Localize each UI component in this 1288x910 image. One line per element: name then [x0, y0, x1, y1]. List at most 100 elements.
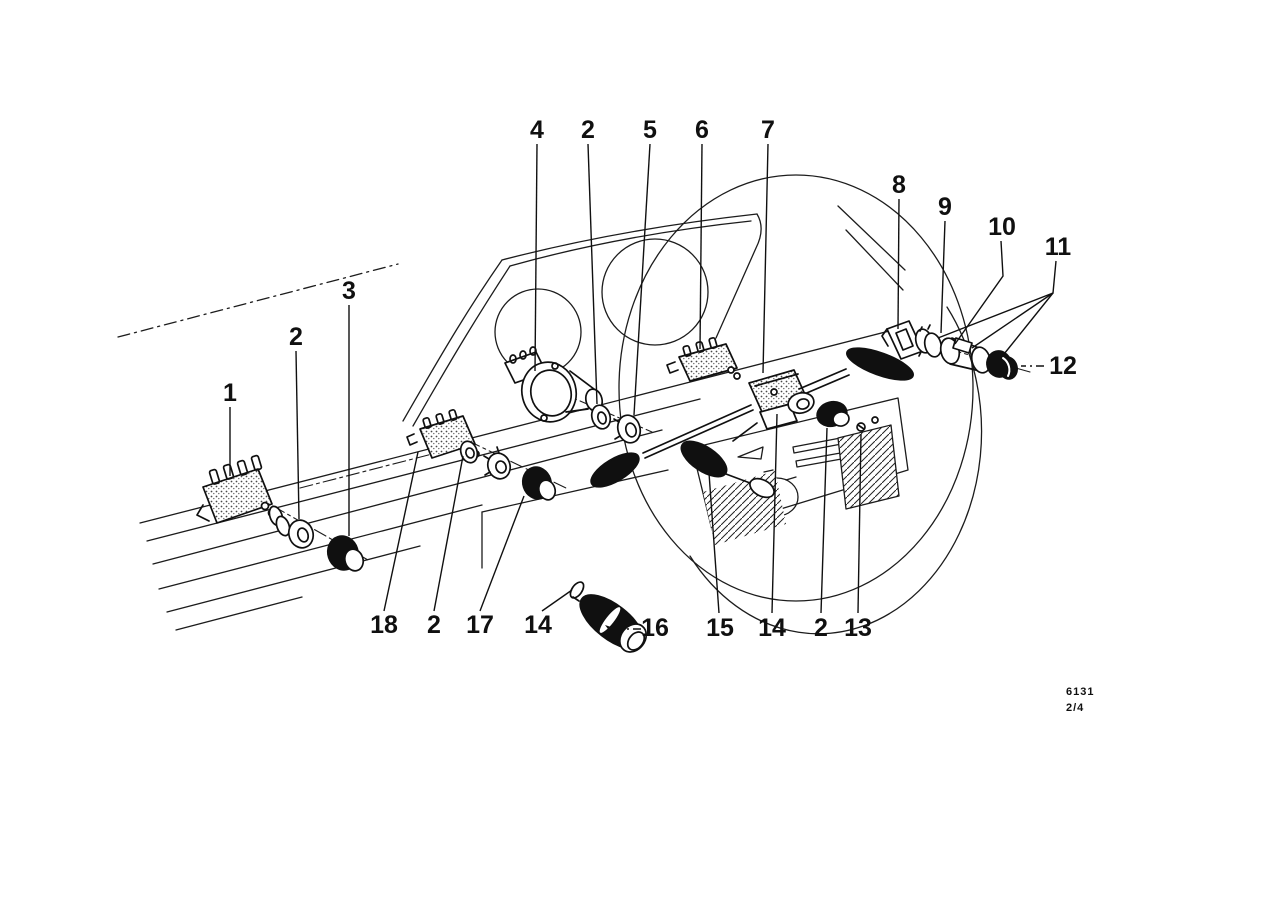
leader-line: [940, 220, 946, 334]
part-14-washer-ring: [787, 391, 815, 415]
lower-stalk-shaft: [732, 422, 758, 442]
callout-number: 6: [695, 116, 709, 144]
callout-number: 8: [892, 171, 906, 199]
part-2-nut: [483, 446, 512, 480]
callout-14: 14: [758, 413, 786, 642]
callout-3: 3: [342, 277, 356, 536]
callout-17: 17: [466, 495, 525, 639]
part-16-cigarette-lighter: [579, 594, 648, 653]
glovebox-edge: [481, 469, 669, 513]
callout-8: 8: [892, 171, 906, 330]
hood-contour-line: [117, 263, 399, 338]
leader-line: [857, 433, 862, 614]
window-top-line: [509, 220, 752, 267]
plate-group-number: 6131: [1066, 686, 1094, 698]
callout-10: 10: [954, 213, 1016, 345]
part-2-knob: [816, 400, 850, 428]
steering-wheel-rim-inner: [689, 306, 983, 635]
window-corner-line: [715, 213, 762, 339]
dash-edge-line: [166, 545, 421, 613]
leader-line: [771, 413, 778, 614]
part-1-switch-block: [196, 454, 277, 524]
callout-number: 13: [844, 614, 872, 642]
leader-line: [541, 589, 573, 612]
dash-edge-line: [158, 504, 483, 590]
part-2-bezel-ring: [287, 519, 315, 549]
leader-arrowhead: [605, 625, 617, 633]
callout-2: 2: [289, 323, 303, 520]
leader-line: [383, 451, 419, 612]
stalk-tip: [749, 477, 775, 499]
window-top-line: [501, 213, 758, 261]
axis-line: [901, 335, 1031, 373]
leader-line: [897, 198, 900, 330]
callout-number: 2: [814, 614, 828, 642]
leader-line: [587, 143, 598, 405]
axis-line: [299, 451, 441, 489]
a-pillar-line: [402, 259, 503, 422]
leader-line: [820, 427, 828, 614]
leader-line: [699, 143, 703, 350]
part-17-knob: [521, 466, 557, 501]
leader-line: [762, 143, 769, 374]
callout-number: 17: [466, 611, 494, 639]
part-12-key-knob: [986, 350, 1018, 380]
parts: [196, 320, 1018, 653]
callout-number: 2: [289, 323, 303, 351]
callout-number: 14: [524, 611, 552, 639]
lower-stalk-lever: [680, 440, 728, 478]
part-3-knob: [326, 535, 365, 572]
wiper-stalk-shaft: [798, 368, 850, 396]
leader-line: [937, 260, 1057, 339]
part-14-bulb: [569, 581, 585, 602]
callout-7: 7: [761, 116, 775, 374]
callout-12: 12: [1021, 352, 1077, 380]
callout-2: 2: [814, 427, 828, 642]
part-6-switch-block: [666, 336, 741, 382]
door-window-line: [837, 205, 906, 271]
a-pillar-line: [412, 265, 511, 427]
callout-13: 13: [844, 433, 872, 642]
steering-wheel-rim: [618, 174, 974, 602]
leader-line: [295, 350, 300, 520]
callout-number: 7: [761, 116, 775, 144]
callout-2: 2: [427, 455, 464, 639]
plate-code: 6131 2/4: [1066, 686, 1094, 714]
callout-9: 9: [938, 193, 952, 334]
wiper-stalk-lever: [846, 347, 914, 381]
leader-line: [954, 240, 1004, 345]
callout-number: 2: [427, 611, 441, 639]
console-vent-triangle: [737, 446, 764, 460]
callout-number: 14: [758, 614, 786, 642]
callout-1: 1: [223, 379, 237, 476]
callout-number: 1: [223, 379, 237, 407]
plate-sheet-number: 2/4: [1066, 702, 1084, 714]
callout-number: 16: [641, 614, 669, 642]
leader-line: [534, 143, 538, 372]
callout-number: 10: [988, 213, 1016, 241]
part-5-nut: [613, 414, 642, 444]
callout-number: 4: [530, 116, 544, 144]
callout-14: 14: [524, 589, 573, 639]
leader-line: [433, 455, 464, 612]
callout-number: 5: [643, 116, 657, 144]
signal-stalk-lever: [590, 452, 640, 488]
leader-line: [999, 292, 1054, 360]
callout-18: 18: [370, 451, 419, 639]
callout-6: 6: [695, 116, 709, 350]
part-13-screws: [856, 416, 879, 432]
callout-number: 11: [1045, 233, 1072, 261]
leader-line: [633, 143, 651, 416]
callout-4: 4: [530, 116, 544, 372]
callout-5: 5: [633, 116, 657, 416]
callout-number: 9: [938, 193, 952, 221]
part-4-main-switch: [504, 346, 604, 423]
dash-edge-line: [152, 429, 663, 565]
callout-number: 18: [370, 611, 398, 639]
callout-number: 2: [581, 116, 595, 144]
leader-line: [708, 472, 720, 614]
callout-number: 12: [1049, 352, 1077, 380]
